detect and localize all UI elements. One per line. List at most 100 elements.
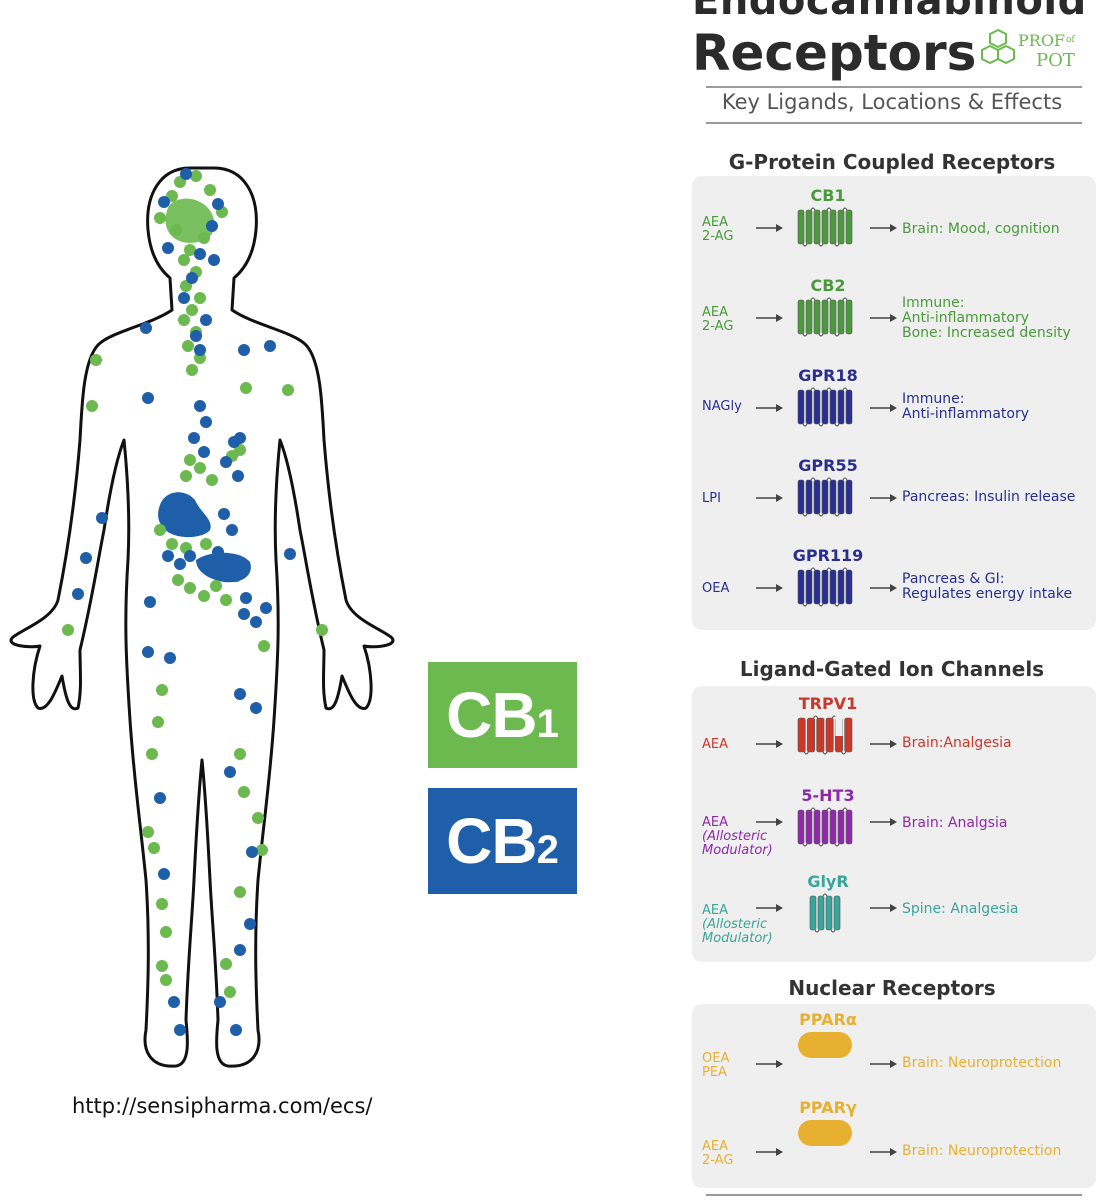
cb2-dot <box>142 392 154 404</box>
receptor-name: GlyR <box>807 872 849 891</box>
cb1-dot <box>178 314 190 326</box>
cb2-dot <box>190 330 202 342</box>
cb1-dot <box>204 184 216 196</box>
section-title-lgic: Ligand-Gated Ion Channels <box>739 657 1045 681</box>
cb1-dot <box>178 254 190 266</box>
bottom-rule <box>706 1194 1082 1196</box>
arrow-right-icon <box>756 404 783 412</box>
cb2-dot <box>212 546 224 558</box>
legend-cb1-label: CB <box>446 679 537 751</box>
receptor-name: CB1 <box>810 186 846 205</box>
receptor-name: PPARα <box>799 1010 857 1029</box>
cb1-dot <box>146 748 158 760</box>
effect-label: Brain: Analgsia <box>902 815 1008 831</box>
section-title-gpcr: G-Protein Coupled Receptors <box>728 150 1056 174</box>
cb1-dot <box>154 212 166 224</box>
cb1-dot <box>182 340 194 352</box>
cb2-dot <box>240 592 252 604</box>
cb1-dot <box>154 524 166 536</box>
ppar-receptor-icon <box>798 1032 852 1058</box>
cb2-dot <box>232 470 244 482</box>
cb1-dot <box>220 594 232 606</box>
cb1-dot <box>180 470 192 482</box>
cb2-dot <box>246 846 258 858</box>
cb1-dot <box>316 624 328 636</box>
cb2-dot <box>184 550 196 562</box>
arrow-right-icon <box>756 1060 783 1068</box>
effect-label: Immune:Anti-inflammatory <box>902 391 1029 422</box>
arrow-right-icon <box>870 404 897 412</box>
cb2-dot <box>180 168 192 180</box>
cb1-dot <box>194 462 206 474</box>
cb2-dot <box>244 918 256 930</box>
cb1-dot <box>86 400 98 412</box>
liver-shape <box>158 492 211 538</box>
cb1-dot <box>148 842 160 854</box>
cb2-dot <box>154 792 166 804</box>
cb2-dot <box>200 416 212 428</box>
gpr119-receptor-icon <box>797 567 853 607</box>
cb2-dot <box>284 548 296 560</box>
receptor-name: GPR55 <box>798 456 858 475</box>
cb1-dot <box>240 382 252 394</box>
cb1-dot <box>186 364 198 376</box>
ppar-receptor-icon <box>798 1120 852 1146</box>
cb1-dot <box>156 960 168 972</box>
cb2-dot <box>212 198 224 210</box>
cb2-dot <box>142 646 154 658</box>
cb2-dot <box>162 242 174 254</box>
logo-text-prof: PROF <box>1018 31 1065 50</box>
ligand-label: NAGly <box>702 399 742 414</box>
effect-label: Brain: Neuroprotection <box>902 1055 1062 1071</box>
cb2-dot <box>260 602 272 614</box>
cb2-dot <box>214 996 226 1008</box>
cb1-dot <box>90 354 102 366</box>
cb1-dot <box>156 898 168 910</box>
cb2-dot <box>194 400 206 412</box>
arrow-right-icon <box>870 818 897 826</box>
cb2-dot <box>162 550 174 562</box>
cb2-dot <box>228 436 240 448</box>
title-line-2: Receptors <box>692 24 977 82</box>
receptor-name: PPARγ <box>799 1098 857 1117</box>
cb2-dot <box>144 596 156 608</box>
logo-text-pot: POT <box>1036 50 1075 71</box>
cb1-dot <box>190 170 202 182</box>
human-body-receptor-map <box>9 166 395 1068</box>
cb2-dot <box>250 616 262 628</box>
title-line-1: Endocannabinoid <box>692 0 1087 24</box>
cb2-dot <box>194 248 206 260</box>
cb2-dot <box>188 432 200 444</box>
cb1-dot <box>198 590 210 602</box>
arrow-right-icon <box>870 314 897 322</box>
cb2-dot <box>230 1024 242 1036</box>
arrow-right-icon <box>870 740 897 748</box>
cb2-dot <box>238 344 250 356</box>
subtitle: Key Ligands, Locations & Effects <box>721 90 1063 114</box>
source-url[interactable]: http://sensipharma.com/ecs/ <box>72 1094 373 1118</box>
cb1-dot <box>142 826 154 838</box>
legend-cb1-sub: 1 <box>536 701 559 746</box>
cb2-dot <box>164 652 176 664</box>
arrow-right-icon <box>756 818 783 826</box>
cb2-receptor-dots <box>72 168 296 1036</box>
effect-label: Spine: Analgesia <box>902 901 1019 917</box>
title-rule-top <box>706 86 1082 88</box>
legend-cb2-label: CB <box>446 805 537 877</box>
effect-label: Pancreas & GI:Regulates energy intake <box>902 571 1073 602</box>
effect-label: Pancreas: Insulin release <box>902 489 1076 505</box>
cb2-dot <box>80 552 92 564</box>
cb2-dot <box>224 766 236 778</box>
cb2-dot <box>220 456 232 468</box>
prof-of-pot-logo: PROF of POT <box>981 28 1075 71</box>
